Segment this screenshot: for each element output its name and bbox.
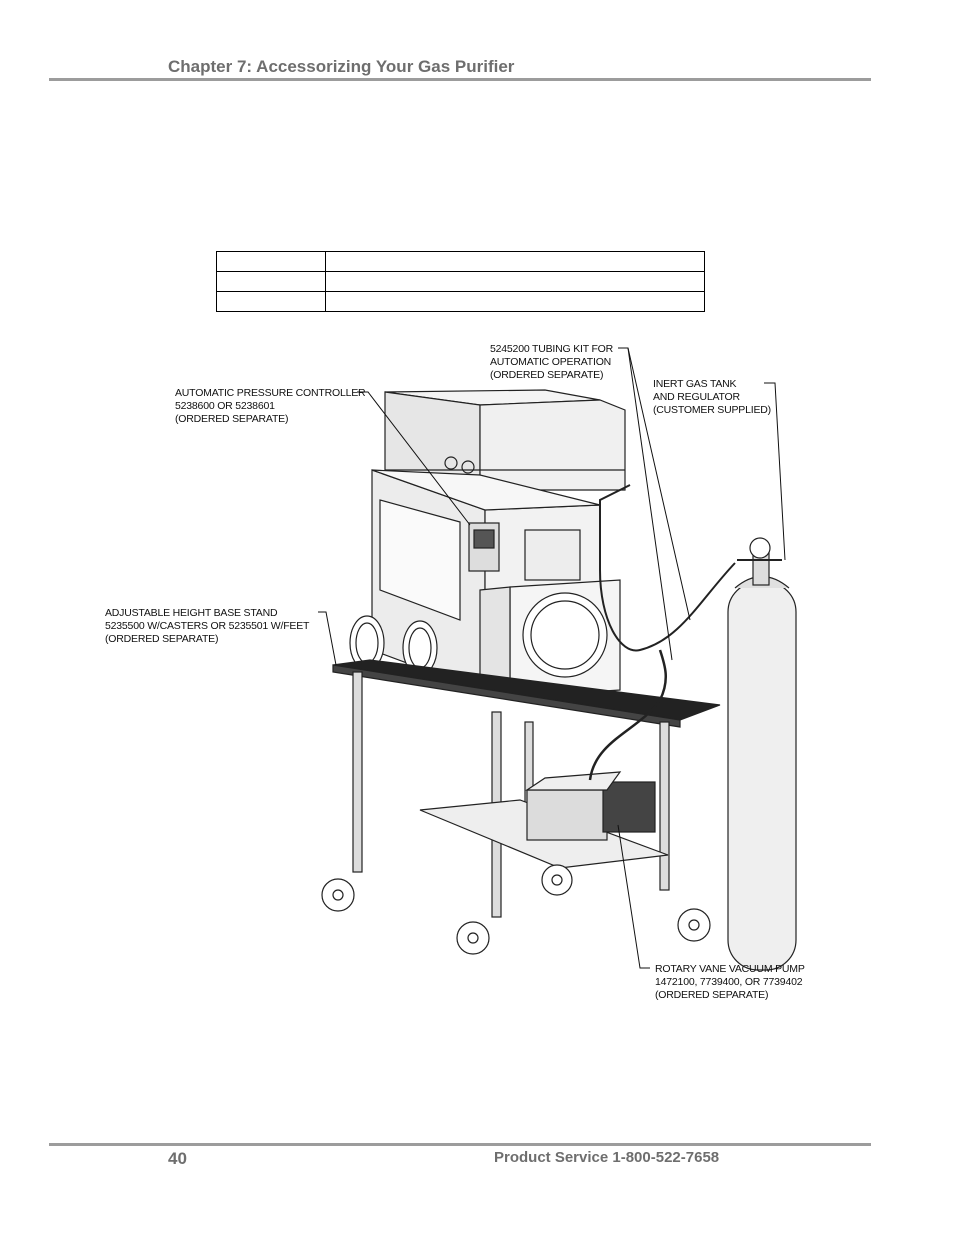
callout-line: (ORDERED SEPARATE)	[655, 989, 768, 1001]
callout-line: AUTOMATIC PRESSURE CONTROLLER	[175, 387, 366, 399]
product-service-phone: Product Service 1-800-522-7658	[494, 1149, 720, 1166]
callout-line: (ORDERED SEPARATE)	[105, 633, 218, 645]
pressure-controller-callout: AUTOMATIC PRESSURE CONTROLLER 5238600 OR…	[175, 387, 368, 425]
callout-line: 5235500 W/CASTERS OR 5235501 W/FEET	[105, 620, 310, 632]
callout-line: (CUSTOMER SUPPLIED)	[653, 404, 771, 416]
callout-line: 5238600 OR 5238601	[175, 400, 275, 412]
blank-table	[216, 251, 705, 312]
gas-tank-callout: INERT GAS TANK AND REGULATOR (CUSTOMER S…	[653, 378, 771, 416]
callout-line: AND REGULATOR	[653, 391, 740, 403]
equipment-drawing	[321, 389, 797, 971]
callout-line: (ORDERED SEPARATE)	[175, 413, 288, 425]
callout-line: ROTARY VANE VACUUM PUMP	[655, 963, 805, 975]
callout-line: 5245200 TUBING KIT FOR	[490, 343, 614, 355]
leader-lines	[318, 347, 786, 969]
callout-line: 1472100, 7739400, OR 7739402	[655, 976, 803, 988]
table-cell	[325, 291, 705, 312]
tubing-kit-callout: 5245200 TUBING KIT FOR AUTOMATIC OPERATI…	[490, 343, 616, 381]
chapter-title: Chapter 7: Accessorizing Your Gas Purifi…	[168, 57, 515, 76]
callout-line: (ORDERED SEPARATE)	[490, 369, 603, 381]
callout-line: INERT GAS TANK	[653, 378, 737, 390]
callout-line: ADJUSTABLE HEIGHT BASE STAND	[105, 607, 278, 619]
base-stand-callout: ADJUSTABLE HEIGHT BASE STAND 5235500 W/C…	[105, 607, 312, 645]
table-row	[216, 291, 705, 312]
footer-rule	[49, 1143, 871, 1146]
page-number: 40	[168, 1149, 187, 1168]
vacuum-pump-callout: ROTARY VANE VACUUM PUMP 1472100, 7739400…	[655, 963, 807, 1001]
table-row	[216, 251, 705, 272]
header-rule	[49, 78, 871, 81]
callout-line: AUTOMATIC OPERATION	[490, 356, 611, 368]
